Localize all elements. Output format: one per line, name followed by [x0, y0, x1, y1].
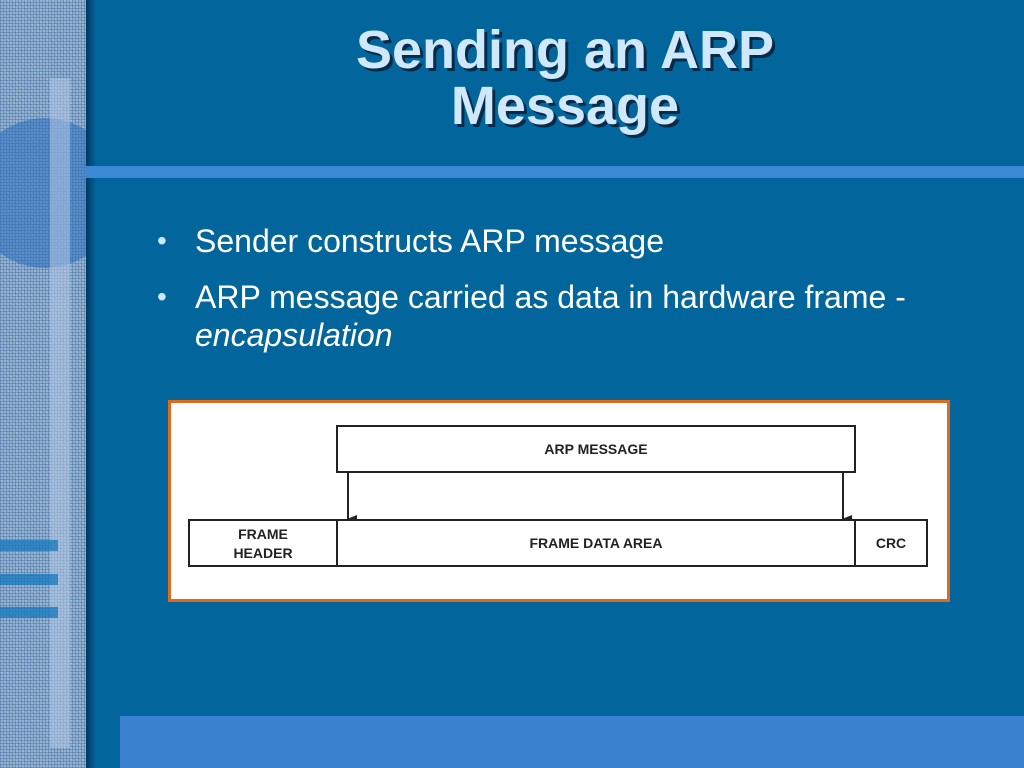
bullet-emphasis: encapsulation [195, 317, 393, 353]
frame-header-label-line2: HEADER [233, 545, 292, 561]
decorative-horizontal-bar [0, 540, 58, 551]
decorative-horizontal-bar [0, 574, 58, 585]
decorative-vertical-bar [50, 78, 70, 748]
diagram-svg: ARP MESSAGE FRAME HEADER FRAME DATA AREA… [188, 425, 928, 567]
bullet-item: • Sender constructs ARP message [155, 222, 975, 260]
frame-header-label-line1: FRAME [238, 526, 288, 542]
crc-label: CRC [876, 535, 906, 551]
arp-message-box [336, 425, 856, 473]
footer-bar [120, 716, 1024, 768]
arp-message-label: ARP MESSAGE [544, 441, 647, 457]
bullet-item: • ARP message carried as data in hardwar… [155, 278, 975, 354]
bullet-text: Sender constructs ARP message [195, 223, 664, 259]
slide-title-line1: Sending an ARP [355, 20, 775, 80]
bullet-icon: • [157, 281, 167, 312]
slide-title-line2: Message [450, 76, 680, 136]
frame-data-box [336, 519, 856, 567]
crc-box [854, 519, 928, 567]
decorative-side-strip [0, 0, 86, 768]
title-divider [86, 166, 1024, 178]
slide-title: Sending an ARP Message [150, 22, 980, 134]
bullet-text: ARP message carried as data in hardware … [195, 279, 906, 315]
encapsulation-diagram: ARP MESSAGE FRAME HEADER FRAME DATA AREA… [168, 400, 950, 602]
bullet-icon: • [157, 225, 167, 256]
decorative-horizontal-bar [0, 607, 58, 618]
decorative-circle [0, 118, 86, 268]
bullet-list: • Sender constructs ARP message • ARP me… [155, 222, 975, 372]
frame-data-label: FRAME DATA AREA [530, 535, 663, 551]
side-strip-shadow [86, 0, 96, 768]
